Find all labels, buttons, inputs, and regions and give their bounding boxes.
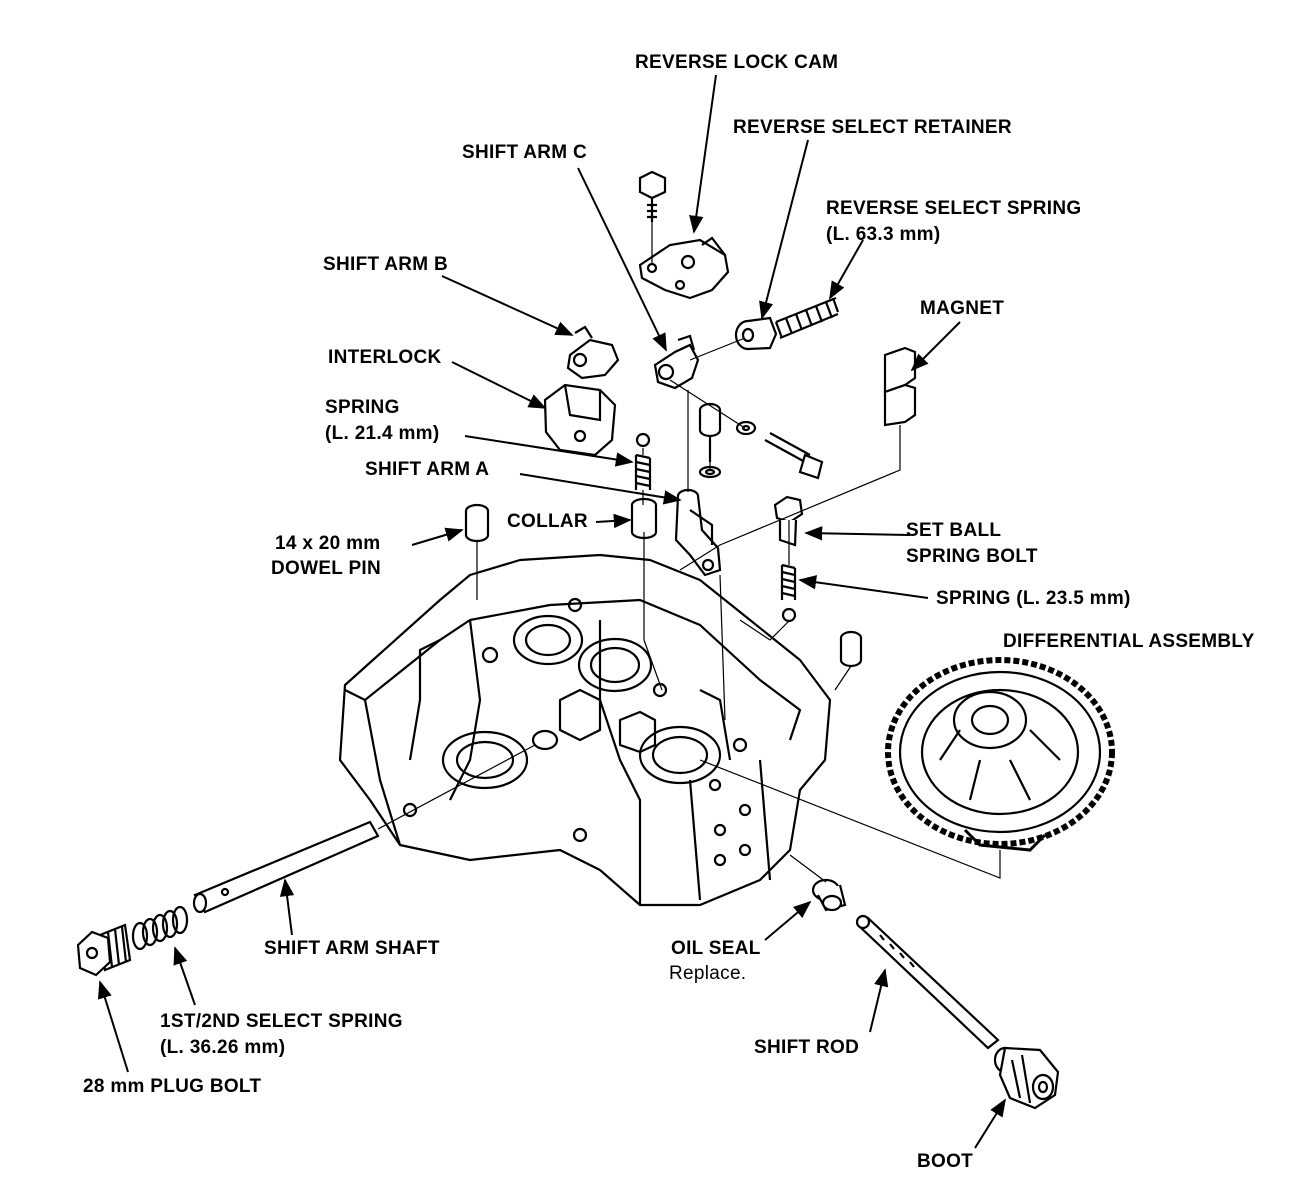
- label-shift-arm-b: SHIFT ARM B: [323, 254, 449, 275]
- interlock-part: [543, 383, 617, 457]
- label-spring: SPRING: [325, 397, 400, 418]
- dowel-pin-part: [464, 503, 863, 668]
- shift-rod-part: [855, 914, 1000, 1050]
- label-reverse-select-spring-length: (L. 63.3 mm): [826, 224, 941, 245]
- label-reverse-select-spring: REVERSE SELECT SPRING: [826, 198, 1082, 219]
- label-differential-assembly: DIFFERENTIAL ASSEMBLY: [1003, 631, 1255, 652]
- label-oil-seal: OIL SEAL: [671, 938, 761, 959]
- shift-arm-bolt-part: [698, 402, 824, 480]
- label-oil-seal-note: Replace.: [669, 963, 747, 984]
- shift-arm-shaft-part: [192, 820, 380, 914]
- label-shift-arm-a: SHIFT ARM A: [365, 459, 490, 480]
- shift-arm-b-part: [566, 325, 620, 380]
- label-select-spring-length: (L. 36.26 mm): [160, 1037, 286, 1058]
- label-reverse-lock-cam: REVERSE LOCK CAM: [635, 52, 839, 73]
- select-spring-part: [131, 905, 189, 951]
- reverse-select-spring-part: [774, 296, 840, 340]
- oil-seal-part: [811, 878, 847, 912]
- leader-arrows: [97, 74, 1006, 1149]
- label-collar: COLLAR: [507, 511, 588, 532]
- spring-23-part: [780, 563, 797, 623]
- label-shift-arm-c: SHIFT ARM C: [462, 142, 588, 163]
- label-spring-length: (L. 21.4 mm): [325, 423, 440, 444]
- reverse-lock-cam-part: [638, 170, 730, 300]
- label-select-spring: 1ST/2ND SELECT SPRING: [160, 1011, 403, 1032]
- label-shift-arm-shaft: SHIFT ARM SHAFT: [264, 938, 440, 959]
- label-boot: BOOT: [917, 1151, 974, 1172]
- label-spring-23: SPRING (L. 23.5 mm): [936, 588, 1131, 609]
- label-interlock: INTERLOCK: [328, 347, 442, 368]
- label-reverse-select-retainer: REVERSE SELECT RETAINER: [733, 117, 1012, 138]
- label-spring-bolt: SPRING BOLT: [906, 546, 1038, 567]
- assembly-lines: [377, 222, 1001, 883]
- shift-arm-c-part: [653, 334, 700, 390]
- shift-arm-a-part: [674, 488, 722, 577]
- boot-part: [993, 1046, 1060, 1110]
- magnet-part: [883, 346, 917, 427]
- differential-assembly-part: [885, 657, 1115, 852]
- plug-bolt-part: [76, 923, 132, 977]
- label-magnet: MAGNET: [920, 298, 1005, 319]
- label-plug-bolt: 28 mm PLUG BOLT: [83, 1076, 262, 1097]
- transmission-housing: [338, 553, 832, 907]
- label-dowel-size: 14 x 20 mm: [275, 533, 381, 554]
- set-ball-spring-bolt-part: [773, 495, 804, 547]
- spring-21-part: [634, 432, 652, 490]
- label-dowel-pin: DOWEL PIN: [271, 558, 382, 579]
- reverse-select-retainer-part: [734, 316, 778, 351]
- label-set-ball: SET BALL: [906, 520, 1002, 541]
- label-shift-rod: SHIFT ROD: [754, 1037, 860, 1058]
